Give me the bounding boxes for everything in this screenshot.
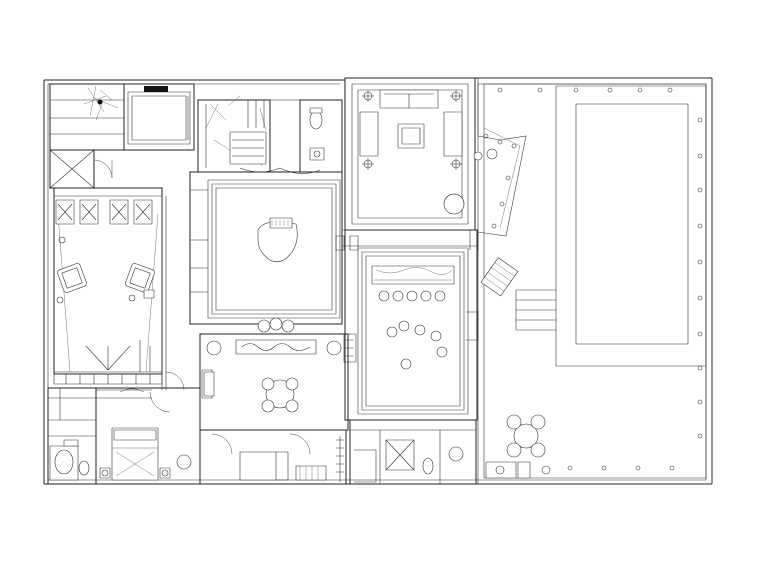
swimming-pool — [576, 104, 688, 344]
bar-counter — [372, 266, 454, 284]
crack-pattern — [84, 86, 118, 120]
terrace-outline — [478, 78, 712, 484]
grand-piano-icon — [258, 218, 297, 262]
sink-icon — [449, 447, 463, 461]
left-bedroom — [50, 150, 162, 384]
piano-hall — [190, 172, 342, 332]
dining-table-set — [262, 378, 298, 412]
bathroom-lower-left — [48, 388, 96, 484]
ottomans — [258, 318, 294, 332]
outdoor-table-icon — [514, 424, 538, 448]
lounge-chair-row — [56, 200, 152, 224]
sideboard-icon — [236, 340, 316, 354]
toilet-icon — [423, 458, 433, 474]
powder-room — [300, 100, 342, 172]
nightstand-icon — [100, 468, 110, 478]
armchair-right — [125, 263, 156, 294]
sun-lounger-icon — [481, 258, 518, 296]
outdoor-dining — [486, 415, 550, 478]
plant-icon — [207, 341, 221, 355]
toilet-icon — [310, 111, 322, 129]
terrace-lights — [498, 88, 702, 470]
elevator — [124, 84, 194, 150]
elevator-door-bar — [144, 86, 168, 92]
bathroom-lower-center — [350, 420, 476, 484]
sink-icon — [310, 148, 324, 160]
bed-icon — [112, 428, 158, 480]
lounge-seats — [387, 321, 447, 369]
bar-stools — [379, 291, 445, 301]
toilet-icon — [79, 461, 89, 475]
main-staircase — [198, 96, 320, 174]
lamp-icons — [362, 90, 462, 170]
bbq-counter-icon — [486, 462, 516, 478]
bedroom-center — [200, 430, 346, 484]
corridor-details — [96, 196, 478, 398]
terrace-with-pool — [474, 84, 706, 470]
armchair-left — [57, 263, 88, 294]
bedroom-lower — [96, 388, 200, 484]
bed-icon — [240, 452, 276, 480]
pool-surround — [556, 86, 706, 366]
chair-icon — [177, 455, 191, 469]
entry-stair-hall — [50, 84, 124, 150]
dining-area — [200, 334, 356, 430]
lounge-bar — [342, 230, 478, 420]
sitting-room — [345, 78, 475, 230]
